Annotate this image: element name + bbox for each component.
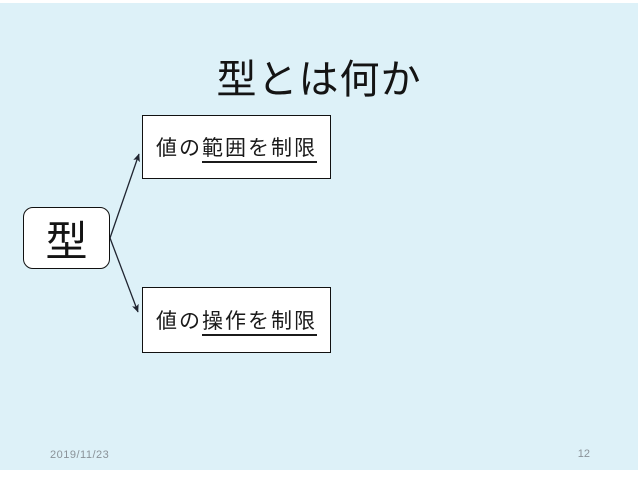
branch-range-prefix: 値の — [156, 137, 202, 160]
page-number: 12 — [577, 448, 590, 460]
branch-box-range: 値の範囲を制限 — [142, 115, 331, 179]
branch-operation-prefix: 値の — [156, 310, 202, 333]
footer-date: 2019/11/23 — [50, 449, 110, 461]
branch-range-underlined-text: 範囲を制限 — [202, 137, 317, 163]
type-node-label: 型 — [45, 217, 88, 265]
branch-box-operation: 値の操作を制限 — [142, 287, 331, 353]
branch-range-label: 値の範囲を制限 — [156, 132, 317, 163]
type-node-box: 型 — [23, 207, 110, 269]
branch-operation-underlined-text: 操作を制限 — [202, 310, 317, 336]
slide-title: 型とは何か — [216, 58, 422, 102]
branch-operation-label: 値の操作を制限 — [156, 305, 317, 336]
